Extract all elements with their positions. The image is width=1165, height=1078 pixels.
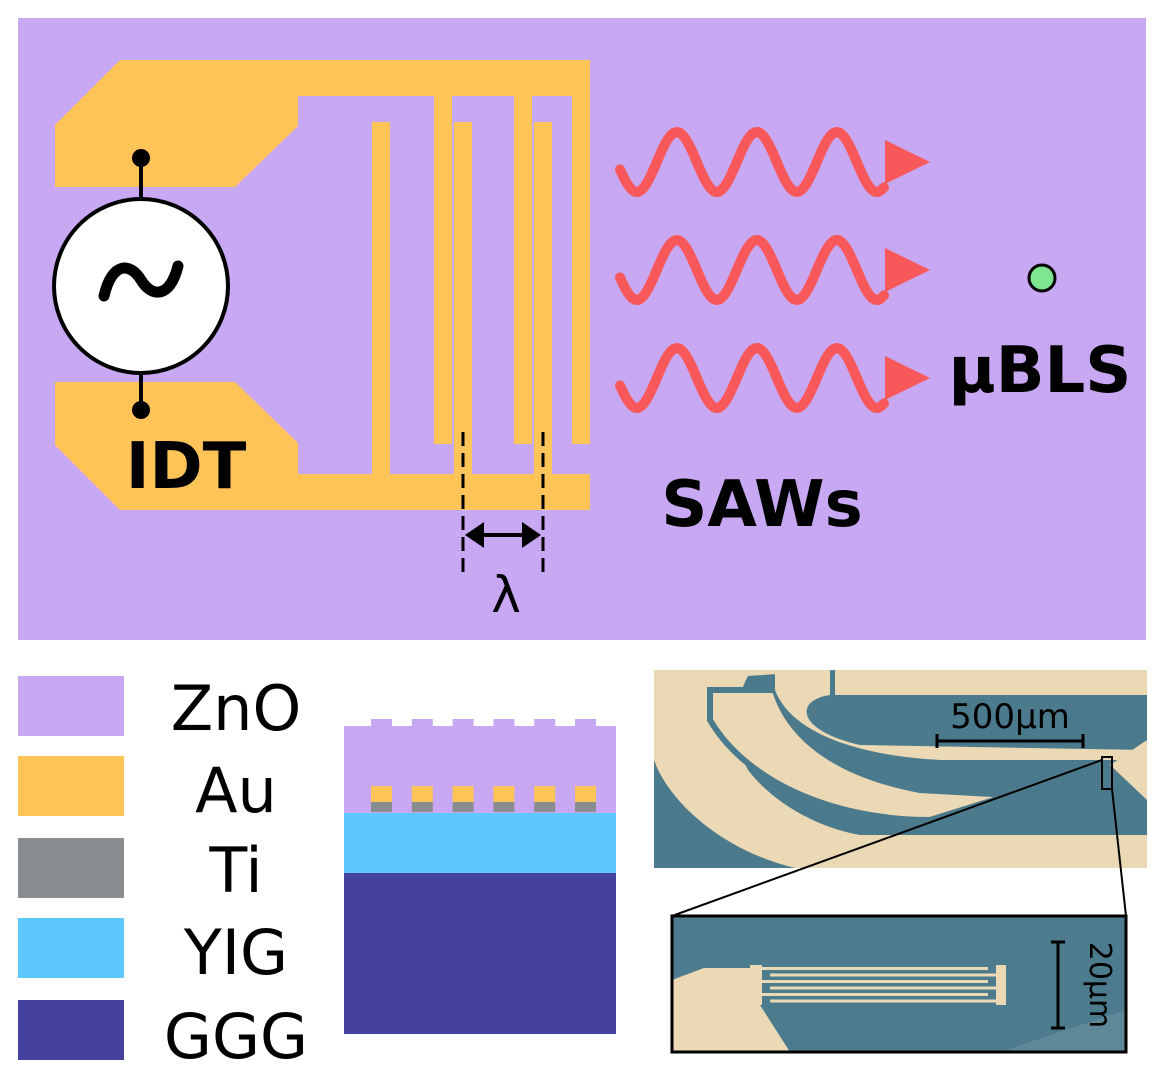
legend-swatch-ggg <box>18 1000 124 1060</box>
schematic-panel: IDT λ SAWs µBLS <box>18 18 1146 640</box>
micrograph-outer-gold-arc <box>654 670 1147 868</box>
zoom-line-left <box>671 759 1103 917</box>
ti-adhesion-layer <box>493 802 515 812</box>
legend-label-ggg: GGG <box>164 1000 308 1073</box>
idt-top-electrode <box>55 60 590 444</box>
au-electrode <box>452 786 474 802</box>
scale-bar-500-label: 500µm <box>950 697 1070 737</box>
zno-surface-ridges <box>371 719 596 727</box>
inset-idt-fingers <box>750 965 1006 1005</box>
lambda-arrowhead-left <box>465 522 484 548</box>
layer-cross-section <box>344 719 616 1034</box>
au-electrode <box>534 786 556 802</box>
legend-label-au: Au <box>195 754 277 827</box>
micrograph-upper-pad <box>775 670 1147 760</box>
inset-finger <box>760 967 988 970</box>
ac-source-tilde-icon <box>98 260 184 302</box>
micrograph-inner-arc <box>707 687 1011 824</box>
zno-ridge <box>411 719 433 727</box>
zno-ridge <box>534 719 556 727</box>
legend-label-yig: YIG <box>183 916 288 989</box>
zno-ridge <box>575 719 596 727</box>
mubls-probe-spot <box>1027 263 1057 293</box>
zoom-line-right <box>1111 788 1127 917</box>
au-electrode <box>493 786 515 802</box>
idt-label: IDT <box>126 430 247 504</box>
au-electrode <box>371 786 392 802</box>
terminal-dot-top <box>132 149 150 167</box>
legend-swatch-au <box>18 756 124 816</box>
zno-ridge <box>493 719 515 727</box>
optical-micrograph: 500µm 20µm <box>654 670 1147 1054</box>
electrode-cross-sections <box>371 786 596 812</box>
ti-adhesion-layer <box>534 802 556 812</box>
inset-finger <box>770 999 998 1003</box>
saw-waves <box>615 126 930 414</box>
legend-label-zno: ZnO <box>171 672 302 745</box>
inset-finger <box>770 986 998 990</box>
inset-finger <box>760 980 988 983</box>
inset-right-gold-shadow <box>1000 1010 1126 1052</box>
scale-bar-20-label: 20µm <box>1082 942 1117 1028</box>
saws-label: SAWs <box>661 468 862 542</box>
inset-finger <box>770 973 998 977</box>
lambda-label: λ <box>491 566 521 624</box>
legend-swatch-yig <box>18 918 124 978</box>
terminal-dot-bottom <box>132 401 150 419</box>
lambda-arrowhead-right <box>522 522 541 548</box>
inset-frame <box>670 914 1128 1054</box>
au-electrode <box>411 786 433 802</box>
mubls-label: µBLS <box>949 334 1132 408</box>
ti-adhesion-layer <box>371 802 392 812</box>
micrograph-right-wedge <box>1110 740 1147 800</box>
yig-film <box>344 812 616 873</box>
legend-label-ti: Ti <box>208 834 262 907</box>
au-electrode <box>575 786 596 802</box>
legend-swatch-ti <box>18 838 124 898</box>
saw-arrowhead-3 <box>885 356 930 400</box>
ti-adhesion-layer <box>575 802 596 812</box>
saw-arrowhead-2 <box>885 248 930 292</box>
inset-finger <box>760 993 988 996</box>
zno-ridge <box>452 719 474 727</box>
ti-adhesion-layer <box>452 802 474 812</box>
inset-bus-right <box>996 965 1006 1005</box>
ggg-substrate <box>344 872 616 1034</box>
inset-bus-left <box>750 965 762 1005</box>
saw-wave-3 <box>615 342 889 414</box>
legend-swatch-zno <box>18 676 124 736</box>
saw-arrowhead-1 <box>885 140 930 184</box>
ti-adhesion-layer <box>411 802 433 812</box>
saw-wave-1 <box>615 126 889 198</box>
saw-wave-2 <box>615 234 889 306</box>
material-legend: ZnO Au Ti YIG GGG <box>18 672 308 1073</box>
inset-left-gold <box>672 968 790 1052</box>
micrograph-idt-marker <box>1101 756 1113 790</box>
idt-bottom-electrode <box>55 122 590 510</box>
zno-ridge <box>371 719 392 727</box>
